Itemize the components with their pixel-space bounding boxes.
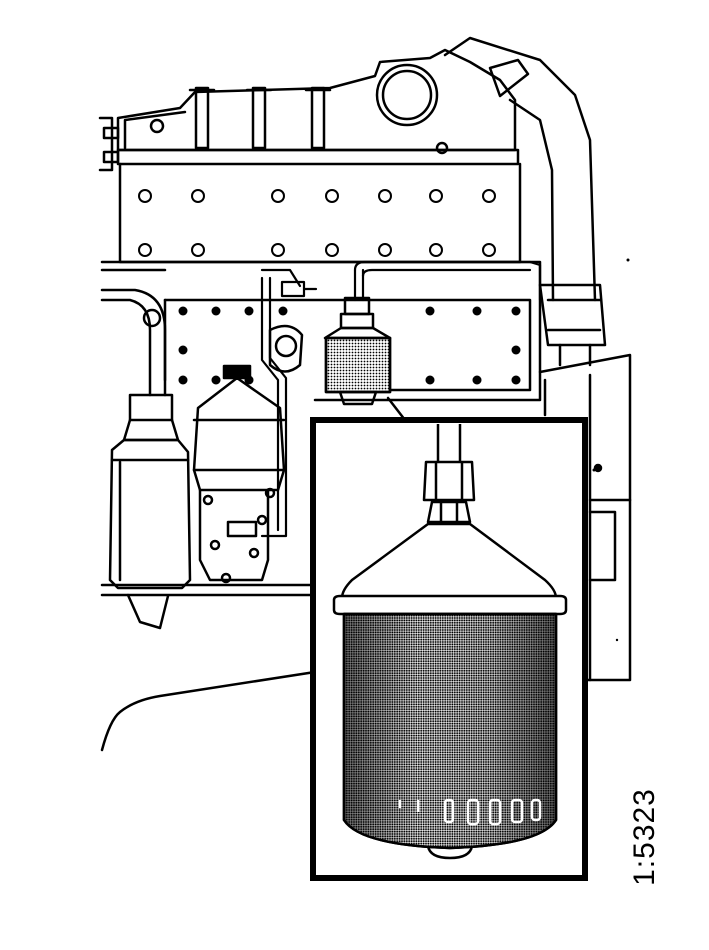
cylinder-head	[116, 148, 522, 264]
right-bracket	[538, 353, 632, 682]
enlarged-oil-filter	[332, 424, 568, 860]
charge-air-pipe	[443, 36, 607, 367]
fuel-filter	[192, 364, 286, 584]
left-filter-housing	[108, 393, 192, 630]
oil-lines	[260, 260, 542, 538]
figure-reference-code: 1:5323	[628, 788, 661, 886]
engine-block	[100, 260, 542, 402]
small-oil-filter	[323, 296, 392, 406]
lower-rail	[100, 583, 317, 752]
valve-cover	[98, 48, 517, 172]
callout-leader	[386, 396, 407, 422]
speck-marks	[592, 258, 630, 642]
